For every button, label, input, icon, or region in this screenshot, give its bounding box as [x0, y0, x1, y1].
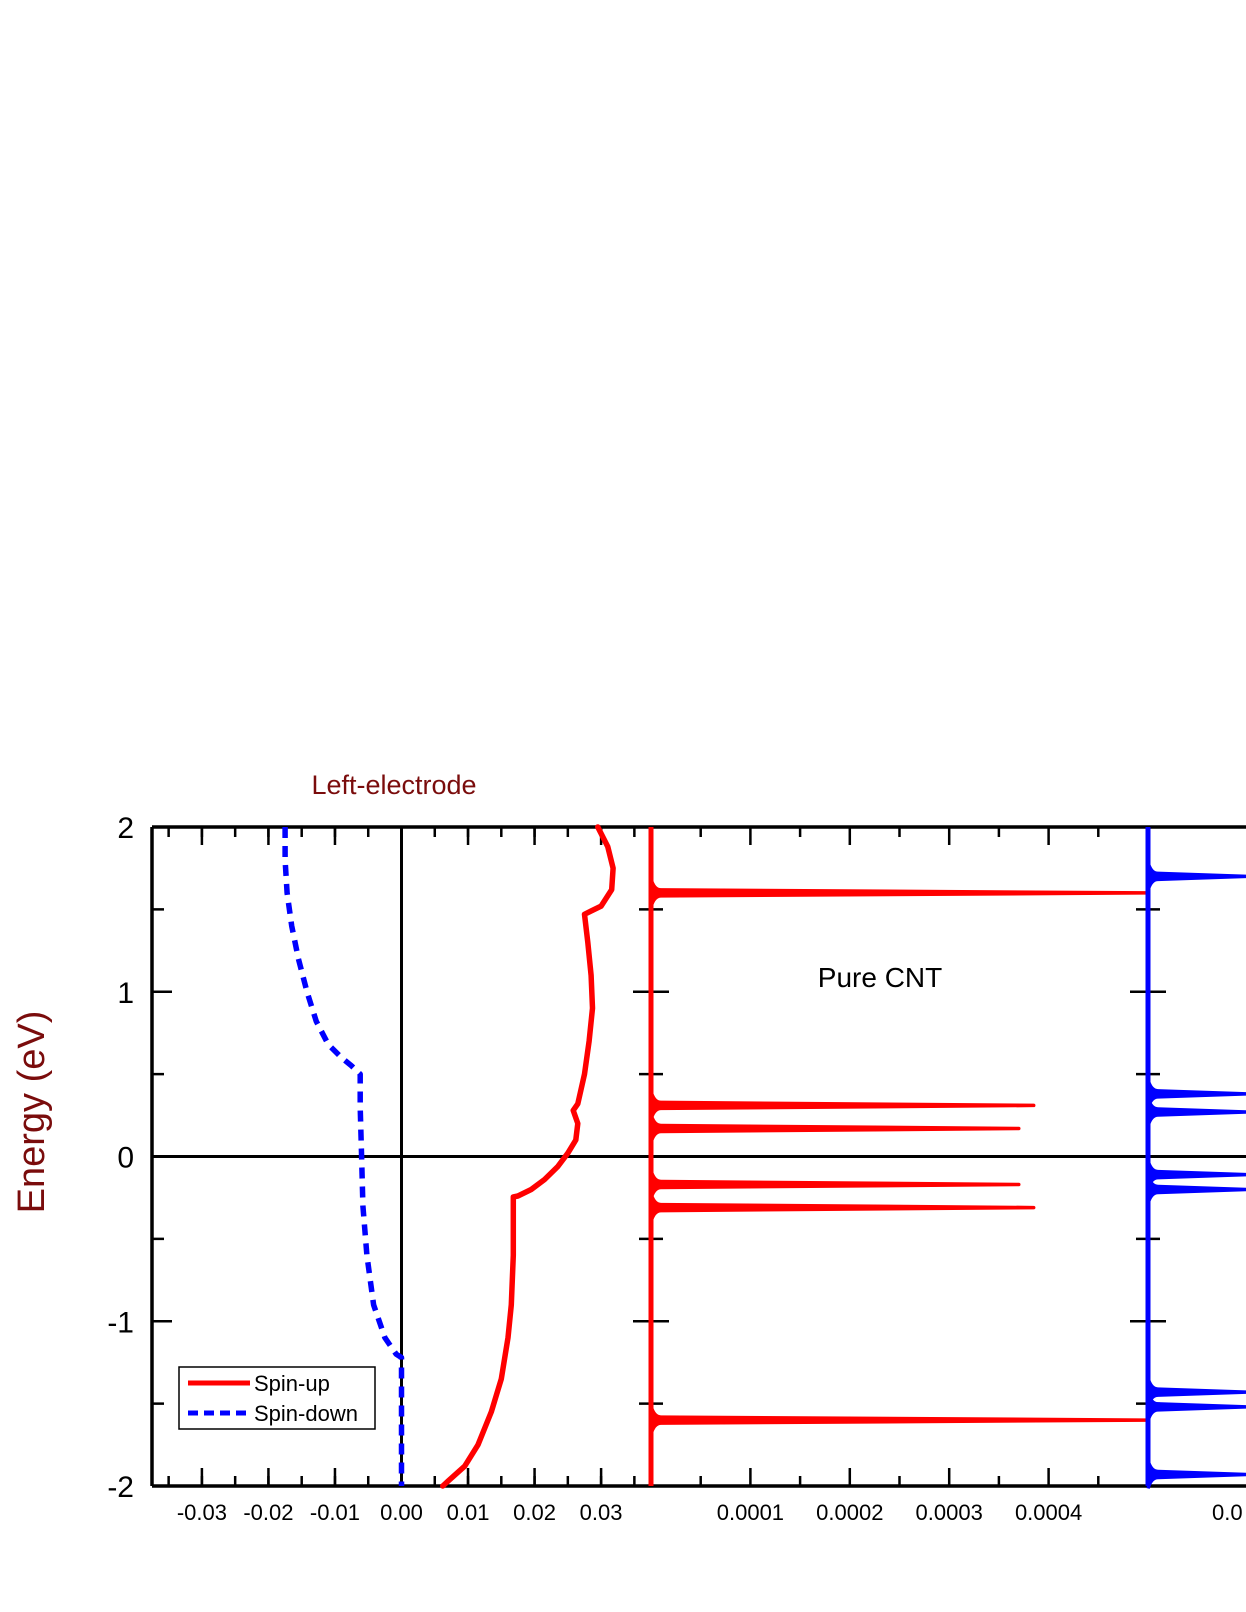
y-tick-label: 1: [117, 977, 134, 1010]
spin-up-pure-cnt-peak: [649, 1405, 1150, 1435]
x-tick-label: -0.01: [310, 1500, 360, 1525]
panel-title-left-electrode: Left-electrode: [311, 770, 476, 800]
y-tick-label: 0: [117, 1142, 134, 1175]
spin-down-third-panel-peak: [1146, 1097, 1246, 1127]
legend: Spin-up Spin-down: [178, 1366, 376, 1430]
spin-down-third-panel-peak: [1146, 861, 1246, 891]
line-spin-down-left-electrode: [282, 827, 405, 1486]
x-tick-label: 0.01: [447, 1500, 490, 1525]
y-tick-label: 2: [117, 812, 134, 845]
x-tick-label: 0.00: [380, 1500, 423, 1525]
x-tick-label: 0.02: [513, 1500, 556, 1525]
spin-down-third-panel-peak: [1146, 1079, 1246, 1109]
x-tick-label: 0.0: [1212, 1500, 1243, 1525]
spin-down-third-panel-peak: [1146, 1377, 1246, 1407]
y-tick-label: -1: [107, 1306, 134, 1339]
x-tick-label: 0.0001: [717, 1500, 784, 1525]
spin-down-third-panel-peak: [1146, 1392, 1246, 1422]
spin-up-pure-cnt-peak: [649, 1090, 1036, 1120]
x-tick-label: -0.03: [177, 1500, 227, 1525]
spin-down-third-panel-peak: [1146, 1160, 1246, 1190]
x-tick-label: 0.0002: [816, 1500, 883, 1525]
spin-up-pure-cnt-peak: [649, 1170, 1021, 1200]
line-spin-up-left-electrode: [440, 824, 616, 1489]
spin-up-pure-cnt-peak: [649, 1113, 1021, 1143]
spin-up-pure-cnt-peak: [649, 1193, 1036, 1223]
y-axis-label: Energy (eV): [11, 1011, 53, 1214]
spin-down-third-panel-peak: [1146, 1459, 1246, 1489]
x-tick-label: 0.03: [580, 1500, 623, 1525]
tick-labels: -2 -1 0 1 2 -0.03 -0.02 -0.01 0.00 0.01 0.02 0.03 0.…: [107, 812, 1242, 1525]
data-series: [282, 824, 1246, 1489]
x-tick-label: 0.0003: [916, 1500, 983, 1525]
legend-label-spin-down: Spin-down: [254, 1401, 358, 1426]
y-tick-label: -2: [107, 1471, 134, 1504]
spin-down-third-panel-peak: [1146, 1174, 1246, 1204]
legend-box: [178, 1366, 376, 1430]
spin-up-pure-cnt-peak: [649, 878, 1150, 908]
x-tick-label: -0.02: [243, 1500, 293, 1525]
legend-label-spin-up: Spin-up: [254, 1371, 330, 1396]
annotation-pure-cnt: Pure CNT: [818, 962, 942, 993]
x-tick-label: 0.0004: [1015, 1500, 1082, 1525]
